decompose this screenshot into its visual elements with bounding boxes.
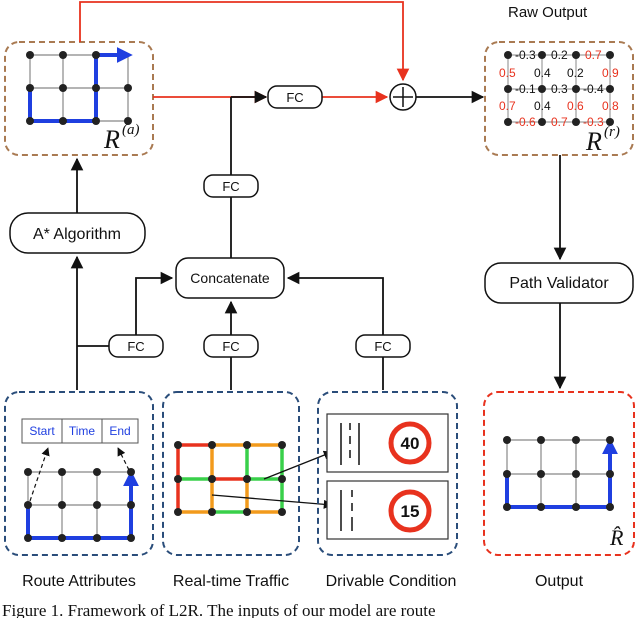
r-r-superscript: (r) (604, 124, 620, 140)
a-star-label: A* Algorithm (33, 226, 121, 243)
raw-value: 0.7 (585, 48, 602, 62)
concatenate-node (175, 257, 285, 299)
speed-limit-15: 15 (401, 502, 420, 521)
output-caption: Output (535, 573, 584, 590)
raw-value: 0.7 (499, 99, 516, 113)
raw-value: -0.6 (515, 115, 536, 129)
raw-value: 0.9 (602, 66, 619, 80)
r-r-label: R (585, 127, 602, 156)
realtime-traffic-caption: Real-time Traffic (173, 573, 289, 590)
route-attr-time: Time (69, 424, 96, 438)
output-path (505, 438, 618, 509)
path-validator-label: Path Validator (509, 275, 609, 292)
raw-output-title: Raw Output (508, 4, 588, 21)
r-a-superscript: (a) (122, 122, 140, 138)
raw-value: -0.3 (583, 115, 604, 129)
raw-value: 0.4 (534, 66, 551, 80)
fc-node-top (267, 85, 323, 109)
r-a-label: R (103, 125, 120, 154)
speed-limit-40: 40 (401, 434, 420, 453)
fc-node-drivable-label: FC (374, 339, 391, 354)
route-attr-path (26, 470, 139, 540)
figure-caption: Figure 1. Framework of L2R. The inputs o… (2, 601, 436, 618)
raw-value: 0.6 (567, 99, 584, 113)
raw-value: -0.4 (583, 82, 604, 96)
concatenate-label: Concatenate (190, 270, 270, 286)
raw-value: 0.8 (602, 99, 619, 113)
r-a-panel: R (a) (4, 41, 154, 156)
raw-value: 0.2 (567, 66, 584, 80)
raw-value: 0.2 (551, 48, 568, 62)
fc-node-traffic-label: FC (222, 339, 239, 354)
realtime-traffic-panel (162, 391, 333, 556)
fc-node-route-label: FC (127, 339, 144, 354)
r-r-panel: -0.3 0.2 0.7 0.5 0.4 0.2 0.9 -0.1 0.3 -0… (484, 41, 634, 156)
route-attributes-caption: Route Attributes (22, 573, 136, 590)
raw-value: 0.5 (499, 66, 516, 80)
r-hat-label: R̂ (609, 525, 624, 550)
raw-value: -0.1 (515, 82, 536, 96)
sum-node (389, 83, 417, 111)
fc-node-middle-label: FC (222, 179, 239, 194)
path-validator-node (484, 262, 634, 304)
output-panel: R̂ (483, 391, 635, 556)
route-attributes-panel: Start Time End (4, 391, 154, 556)
drivable-condition-panel: 40 15 (317, 391, 458, 556)
fc-connectors (77, 271, 384, 390)
fc-node-top-label: FC (286, 90, 303, 105)
raw-value: -0.3 (515, 48, 536, 62)
route-attr-end: End (109, 424, 130, 438)
raw-value: 0.7 (551, 115, 568, 129)
route-attr-start: Start (29, 424, 55, 438)
drivable-condition-caption: Drivable Condition (326, 573, 457, 590)
raw-value: 0.3 (551, 82, 568, 96)
raw-value: 0.4 (534, 99, 551, 113)
